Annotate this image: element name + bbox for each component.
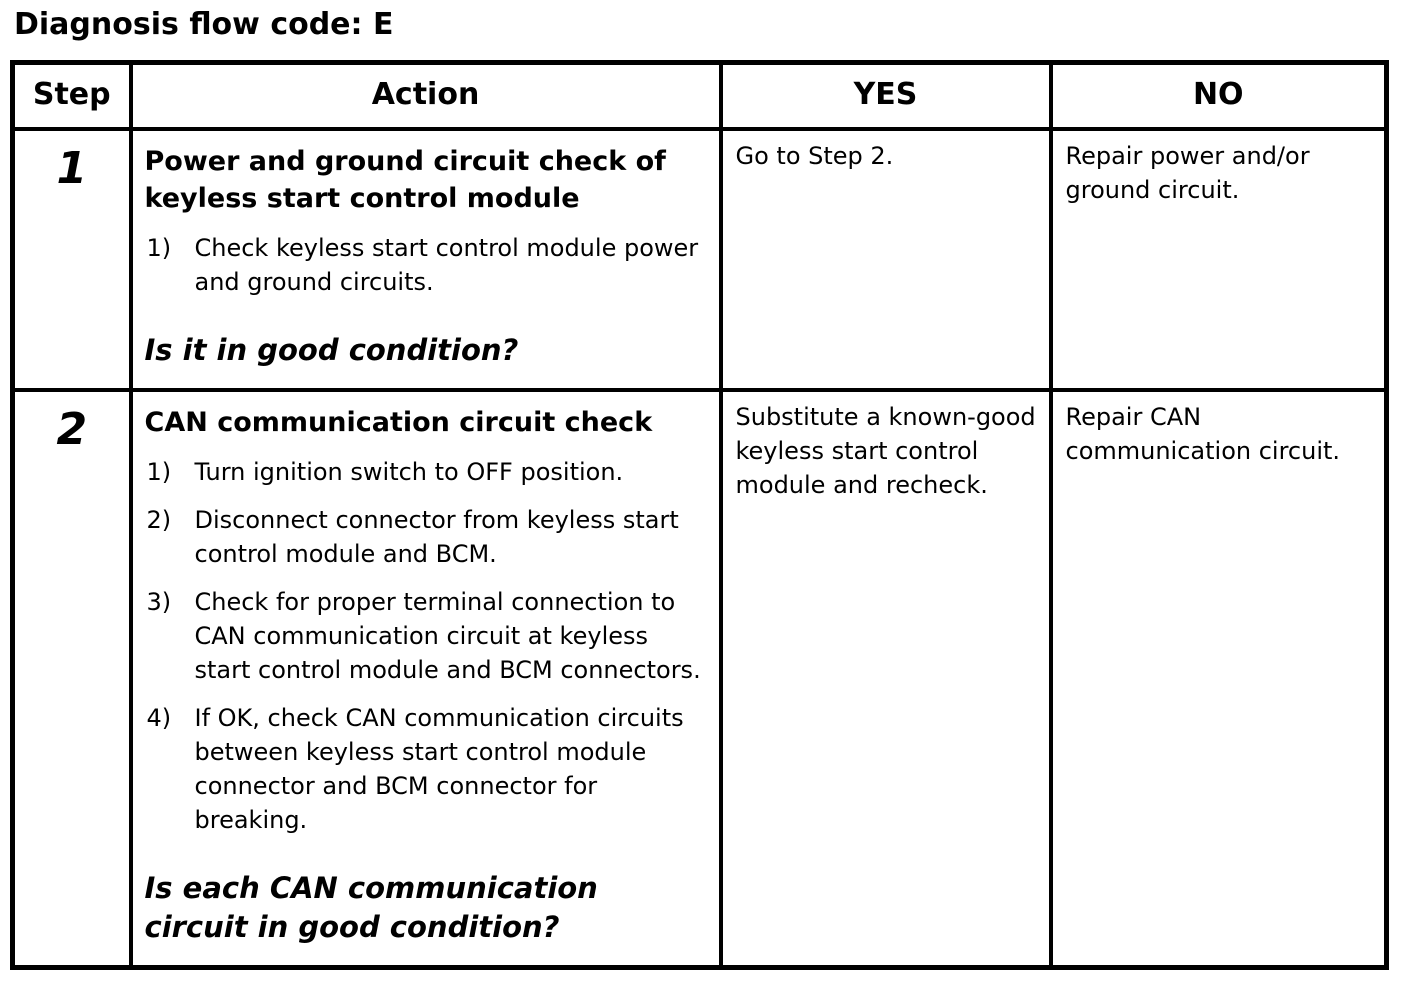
action-cell: Power and ground circuit check of keyles… — [128, 127, 723, 392]
action-step-item: If OK, check CAN communication circuits … — [147, 701, 684, 834]
action-steps-list: Check keyless start control module power… — [145, 231, 709, 299]
column-header-no: NO — [1048, 60, 1389, 131]
action-step-item: Check keyless start control module power… — [147, 231, 699, 296]
action-step-item: Disconnect connector from keyless start … — [147, 503, 679, 568]
yes-result: Substitute a known-good keyless start co… — [718, 388, 1053, 970]
table-row-step-1: 1 Power and ground circuit check of keyl… — [10, 127, 1389, 392]
column-header-yes: YES — [718, 60, 1053, 131]
column-header-step: Step — [10, 60, 133, 131]
diagnosis-flow-table: Step Action YES NO 1 Power and ground ci… — [10, 60, 1389, 970]
action-step-item: Check for proper terminal connection to … — [147, 585, 701, 684]
action-cell: CAN communication circuit check Turn ign… — [128, 388, 723, 970]
column-header-action: Action — [128, 60, 723, 131]
table-row-step-2: 2 CAN communication circuit check Turn i… — [10, 388, 1389, 970]
condition-question: Is it in good condition? — [144, 333, 519, 367]
action-title: Power and ground circuit check of keyles… — [144, 146, 666, 214]
no-result: Repair CAN communication circuit. — [1048, 388, 1389, 970]
step-number: 2 — [10, 388, 133, 970]
page-title: Diagnosis flow code: E — [14, 7, 394, 42]
table-header-row: Step Action YES NO — [10, 60, 1389, 131]
no-result: Repair power and/or ground circuit. — [1048, 127, 1389, 392]
action-step-item: Turn ignition switch to OFF position. — [147, 455, 624, 489]
action-steps-list: Turn ignition switch to OFF position. Di… — [145, 455, 709, 837]
yes-result: Go to Step 2. — [718, 127, 1053, 392]
condition-question: Is each CAN communication circuit in goo… — [144, 871, 598, 944]
action-title: CAN communication circuit check — [144, 407, 653, 438]
step-number: 1 — [10, 127, 133, 392]
